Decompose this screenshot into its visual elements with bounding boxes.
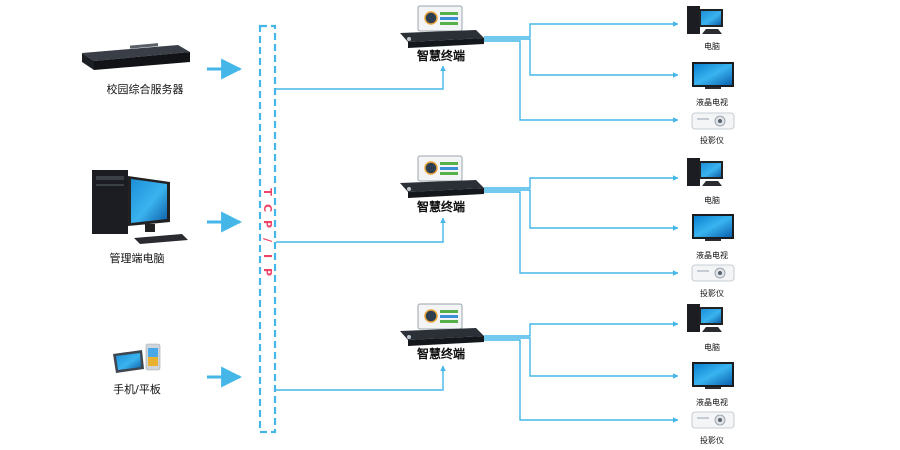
projector-icon <box>691 264 735 282</box>
terminal-label: 智慧终端 <box>416 199 465 214</box>
lcd-tv-icon <box>692 362 734 389</box>
source-label-mobile: 手机/平板 <box>113 382 161 396</box>
output-label-computer: 电脑 <box>704 342 720 352</box>
output-label-lcd-tv: 液晶电视 <box>696 97 728 107</box>
output-label-projector: 投影仪 <box>700 288 724 298</box>
output-label-computer: 电脑 <box>704 195 720 205</box>
source-label-server: 校园综合服务器 <box>107 82 184 96</box>
terminal-3-output-links <box>484 321 679 423</box>
smart-terminal-3: 智慧终端 <box>400 303 484 361</box>
projector-icon <box>691 411 735 429</box>
projector-icon <box>691 112 735 130</box>
link-network-to-terminal-2 <box>276 217 446 243</box>
smart-terminal-icon <box>400 155 484 198</box>
source-label-desktop: 管理端电脑 <box>110 251 165 265</box>
smart-terminal-2: 智慧终端 <box>400 155 484 214</box>
tcpip-letter: T <box>261 188 274 196</box>
computer-icon <box>687 304 723 332</box>
tcpip-letter: / <box>261 238 274 243</box>
smart-terminal-icon <box>400 303 484 346</box>
smart-terminal-1: 智慧终端 <box>400 5 484 63</box>
lcd-tv-icon <box>692 62 734 89</box>
computer-icon <box>687 6 723 34</box>
output-label-lcd-tv: 液晶电视 <box>696 250 728 260</box>
smart-terminal-icon <box>400 5 484 48</box>
output-label-computer: 电脑 <box>704 41 720 51</box>
server-icon <box>82 43 190 70</box>
output-label-lcd-tv: 液晶电视 <box>696 397 728 407</box>
computer-icon <box>687 158 723 186</box>
output-label-projector: 投影仪 <box>700 135 724 145</box>
link-network-to-terminal-3 <box>276 365 446 391</box>
terminal-label: 智慧终端 <box>416 48 465 63</box>
lcd-tv-icon <box>692 214 734 241</box>
tcpip-label: T C P / I P <box>261 188 274 276</box>
terminal-2-output-links <box>484 175 679 276</box>
terminal-1-output-links <box>484 21 679 123</box>
tcpip-letter: C <box>261 204 274 212</box>
desktop-computer-icon <box>92 170 188 244</box>
phone-tablet-icon <box>113 343 161 373</box>
tcpip-letter: P <box>261 268 274 276</box>
link-network-to-terminal-1 <box>276 65 446 90</box>
tcpip-letter: I <box>261 254 274 258</box>
tcpip-letter: P <box>261 220 274 228</box>
terminal-label: 智慧终端 <box>416 346 465 361</box>
output-label-projector: 投影仪 <box>700 435 724 445</box>
tcpip-network-bus <box>258 24 277 434</box>
